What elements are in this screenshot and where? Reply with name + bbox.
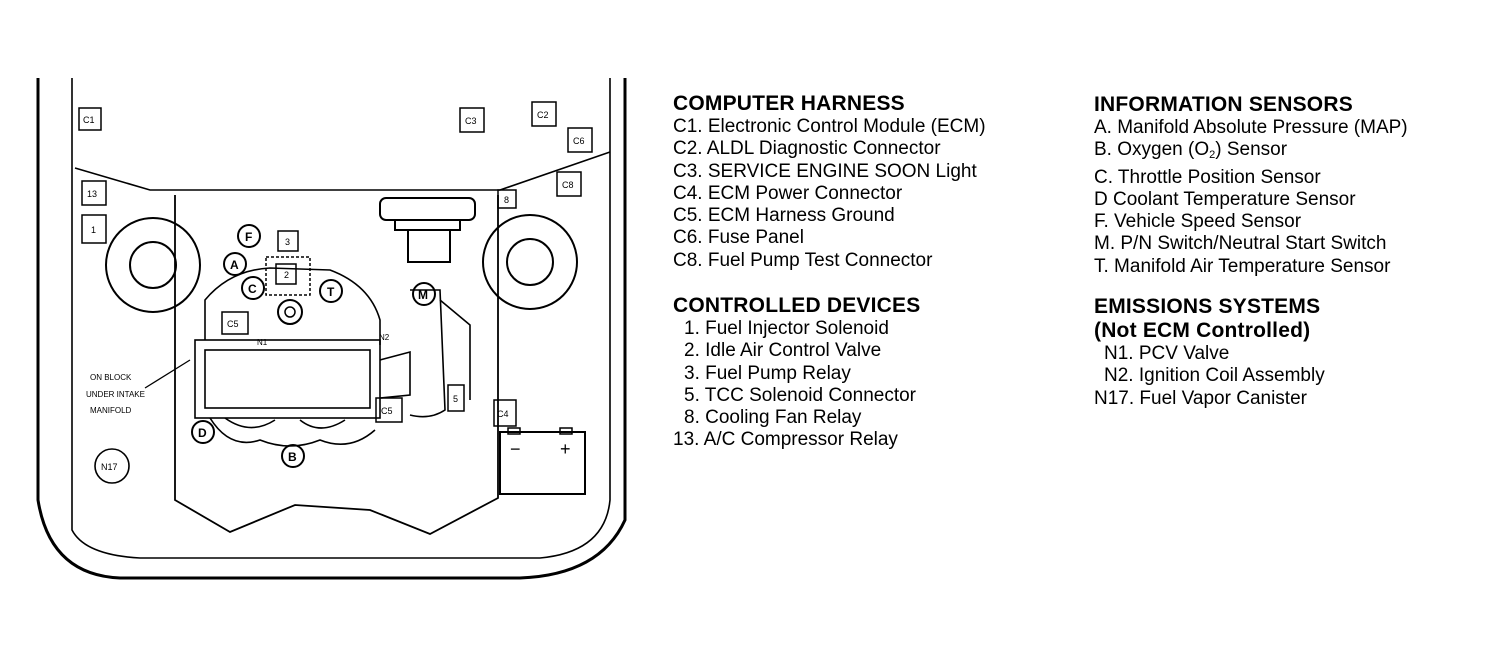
svg-text:2: 2	[284, 270, 289, 280]
n1-label: N1	[257, 338, 268, 347]
svg-text:13: 13	[87, 189, 97, 199]
svg-text:C5: C5	[227, 319, 239, 329]
computer-harness-heading: COMPUTER HARNESS	[673, 92, 905, 115]
cowl-line	[74, 151, 611, 191]
legend-item-sensor-m: M. P/N Switch/Neutral Start Switch	[1094, 233, 1387, 255]
legend-item-n1: N1. PCV Valve	[1104, 343, 1230, 364]
device-13-box: 13	[81, 180, 107, 206]
c2-box: C2	[531, 101, 557, 127]
controlled-devices-section: CONTROLLED DEVICES 1. Fuel Injector Sole…	[673, 294, 920, 452]
computer-harness-section: COMPUTER HARNESS C1. Electronic Control …	[673, 92, 986, 272]
legend-item-sensor-a: A. Manifold Absolute Pressure (MAP)	[1094, 117, 1408, 138]
sensor-f-marker: F	[237, 224, 261, 248]
svg-text:C2: C2	[537, 110, 549, 120]
svg-text:A: A	[230, 258, 239, 272]
legend-item-sensor-c: C. Throttle Position Sensor	[1094, 166, 1321, 188]
svg-text:B: B	[288, 450, 297, 464]
legend-item-c1: C1. Electronic Control Module (ECM)	[673, 116, 986, 137]
svg-text:C: C	[248, 282, 257, 296]
c5-right-box: C5	[375, 397, 403, 423]
legend-item-device-1: 1. Fuel Injector Solenoid	[684, 318, 889, 339]
c3-box: C3	[459, 107, 485, 133]
sensor-t-marker: T	[319, 279, 343, 303]
legend-item-sensor-b: B. Oxygen (O2) Sensor	[1094, 139, 1288, 162]
svg-text:F: F	[245, 230, 252, 244]
sensor-c-marker: C	[241, 276, 265, 300]
battery-plus-label: +	[560, 439, 571, 459]
c4-box: C4	[493, 399, 517, 427]
side-note: ON BLOCK UNDER INTAKE MANIFOLD	[86, 373, 145, 415]
right-wheel-well	[482, 214, 578, 310]
air-cleaner	[379, 197, 476, 263]
emissions-systems-heading: EMISSIONS SYSTEMS	[1094, 295, 1321, 318]
battery-minus-label: −	[510, 439, 521, 459]
c1-box: C1	[78, 107, 102, 131]
svg-text:C8: C8	[562, 180, 574, 190]
battery: − +	[499, 427, 586, 495]
svg-text:8: 8	[504, 195, 509, 205]
n2-label: N2	[379, 333, 390, 342]
information-sensors-section: INFORMATION SENSORS A. Manifold Absolute…	[1094, 93, 1408, 278]
sensor-a-marker: A	[223, 252, 247, 276]
left-wheel-well	[105, 217, 201, 313]
svg-text:C5: C5	[381, 406, 393, 416]
legend-item-device-5: 5. TCC Solenoid Connector	[684, 384, 916, 406]
svg-text:D: D	[198, 426, 207, 440]
legend-item-c8: C8. Fuel Pump Test Connector	[673, 249, 933, 271]
device-3-box: 3	[277, 230, 299, 252]
sensor-d-marker: D	[191, 420, 215, 444]
engine-compartment-diagram: − + C1 C3 C2 C6 C8 13 1	[36, 78, 627, 580]
svg-text:MANIFOLD: MANIFOLD	[90, 406, 132, 415]
firewall-outline	[174, 195, 499, 535]
c5-left-box: C5	[221, 311, 249, 335]
c8-box: C8	[556, 171, 582, 197]
device-8-box: 8	[497, 189, 517, 209]
engine-bay-inner-outline	[71, 78, 611, 559]
device-1-box: 1	[81, 214, 107, 244]
sensor-b-marker: B	[281, 444, 305, 468]
emissions-systems-subtitle: (Not ECM Controlled)	[1094, 319, 1311, 342]
svg-text:3: 3	[285, 237, 290, 247]
svg-text:ON BLOCK: ON BLOCK	[90, 373, 132, 382]
svg-text:C3: C3	[465, 116, 477, 126]
device-5-box: 5	[447, 384, 465, 412]
svg-text:T: T	[327, 285, 335, 299]
legend-item-c2: C2. ALDL Diagnostic Connector	[673, 138, 941, 160]
legend-item-device-8: 8. Cooling Fan Relay	[684, 407, 862, 429]
sensor-m-marker: M	[412, 282, 436, 306]
svg-text:C1: C1	[83, 115, 95, 125]
svg-text:5: 5	[453, 394, 458, 404]
svg-text:UNDER INTAKE: UNDER INTAKE	[86, 390, 145, 399]
emissions-systems-section: EMISSIONS SYSTEMS (Not ECM Controlled) N…	[1094, 295, 1325, 410]
legend-item-c4: C4. ECM Power Connector	[673, 182, 903, 204]
legend-item-c5: C5. ECM Harness Ground	[673, 205, 895, 227]
engine-assembly	[194, 267, 471, 447]
legend-item-device-2: 2. Idle Air Control Valve	[684, 340, 882, 362]
information-sensors-heading: INFORMATION SENSORS	[1094, 93, 1353, 116]
legend-item-n2: N2. Ignition Coil Assembly	[1104, 365, 1325, 387]
svg-text:1: 1	[91, 225, 96, 235]
throttle-body	[277, 299, 303, 325]
n17-marker: N17	[94, 448, 130, 484]
device-2-box: 2	[265, 256, 311, 296]
legend-item-c6: C6. Fuse Panel	[673, 227, 804, 249]
svg-text:N17: N17	[101, 462, 118, 472]
legend-item-n17: N17. Fuel Vapor Canister	[1094, 387, 1307, 409]
c6-box: C6	[567, 127, 593, 153]
legend-item-sensor-t: T. Manifold Air Temperature Sensor	[1094, 255, 1391, 277]
legend-item-c3: C3. SERVICE ENGINE SOON Light	[673, 160, 977, 182]
legend-item-device-3: 3. Fuel Pump Relay	[684, 362, 851, 384]
legend-item-device-13: 13. A/C Compressor Relay	[673, 429, 898, 451]
svg-text:M: M	[418, 288, 428, 302]
legend-item-sensor-d: D Coolant Temperature Sensor	[1094, 188, 1356, 210]
svg-text:C4: C4	[497, 409, 509, 419]
legend-item-sensor-f: F. Vehicle Speed Sensor	[1094, 211, 1302, 233]
engine-compartment-outline	[36, 78, 627, 580]
svg-text:C6: C6	[573, 136, 585, 146]
controlled-devices-heading: CONTROLLED DEVICES	[673, 294, 921, 317]
side-note-leader	[144, 359, 191, 389]
